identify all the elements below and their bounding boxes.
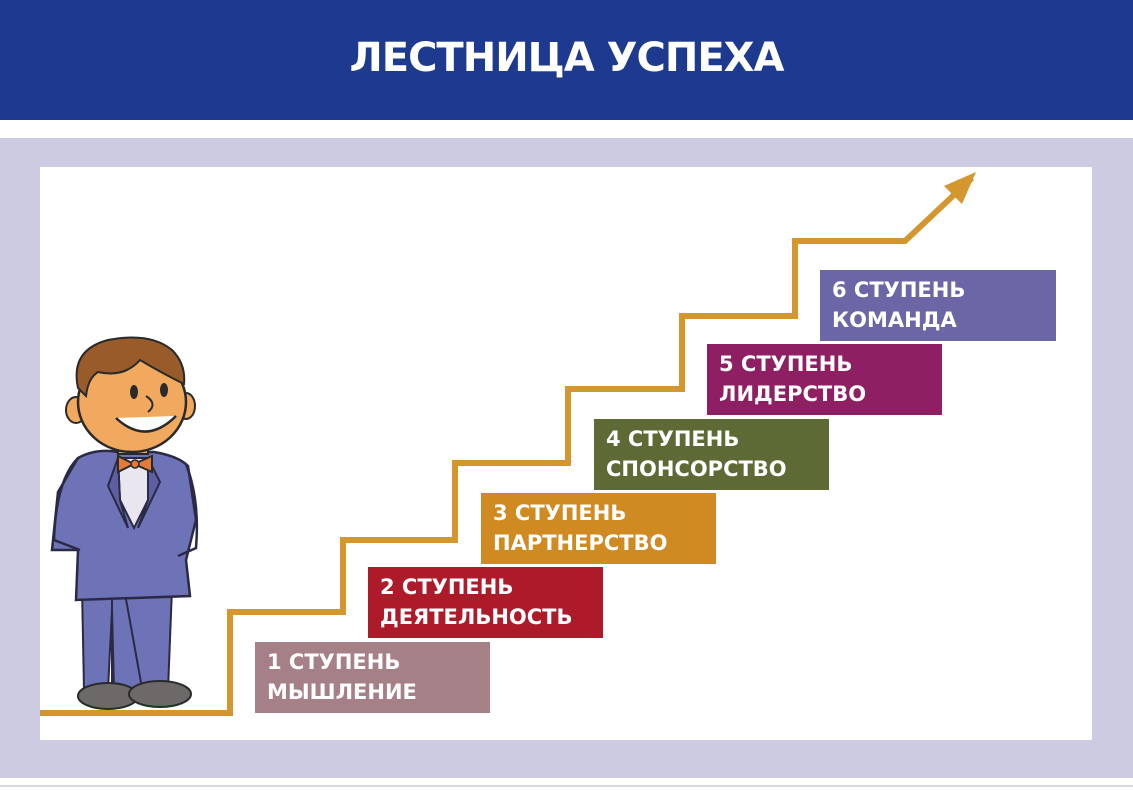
step-4-number: 4 СТУПЕНЬ: [606, 427, 740, 451]
step-5-number: 5 СТУПЕНЬ: [719, 352, 853, 376]
step-6-name: КОМАНДА: [832, 308, 957, 332]
step-5: 5 СТУПЕНЬ ЛИДЕРСТВО: [707, 344, 942, 415]
step-1-number: 1 СТУПЕНЬ: [267, 650, 401, 674]
step-3: 3 СТУПЕНЬ ПАРТНЕРСТВО: [481, 493, 716, 564]
step-2: 2 СТУПЕНЬ ДЕЯТЕЛЬНОСТЬ: [368, 567, 603, 638]
step-3-number: 3 СТУПЕНЬ: [493, 501, 627, 525]
step-5-name: ЛИДЕРСТВО: [719, 382, 867, 406]
step-6-number: 6 СТУПЕНЬ: [832, 278, 966, 302]
arrow-head-icon: [944, 172, 976, 204]
bottom-rule: [0, 778, 1133, 790]
step-2-name: ДЕЯТЕЛЬНОСТЬ: [380, 605, 573, 629]
page-title: ЛЕСТНИЦА УСПЕХА: [349, 35, 785, 81]
step-6: 6 СТУПЕНЬ КОМАНДА: [820, 270, 1056, 341]
step-1: 1 СТУПЕНЬ МЫШЛЕНИЕ: [255, 642, 490, 713]
staircase-line: [40, 175, 975, 716]
step-1-name: МЫШЛЕНИЕ: [267, 680, 417, 704]
step-4: 4 СТУПЕНЬ СПОНСОРСТВО: [594, 419, 829, 490]
header-bar: ЛЕСТНИЦА УСПЕХА: [0, 0, 1133, 120]
step-3-name: ПАРТНЕРСТВО: [493, 531, 668, 555]
step-2-number: 2 СТУПЕНЬ: [380, 575, 514, 599]
step-4-name: СПОНСОРСТВО: [606, 457, 787, 481]
